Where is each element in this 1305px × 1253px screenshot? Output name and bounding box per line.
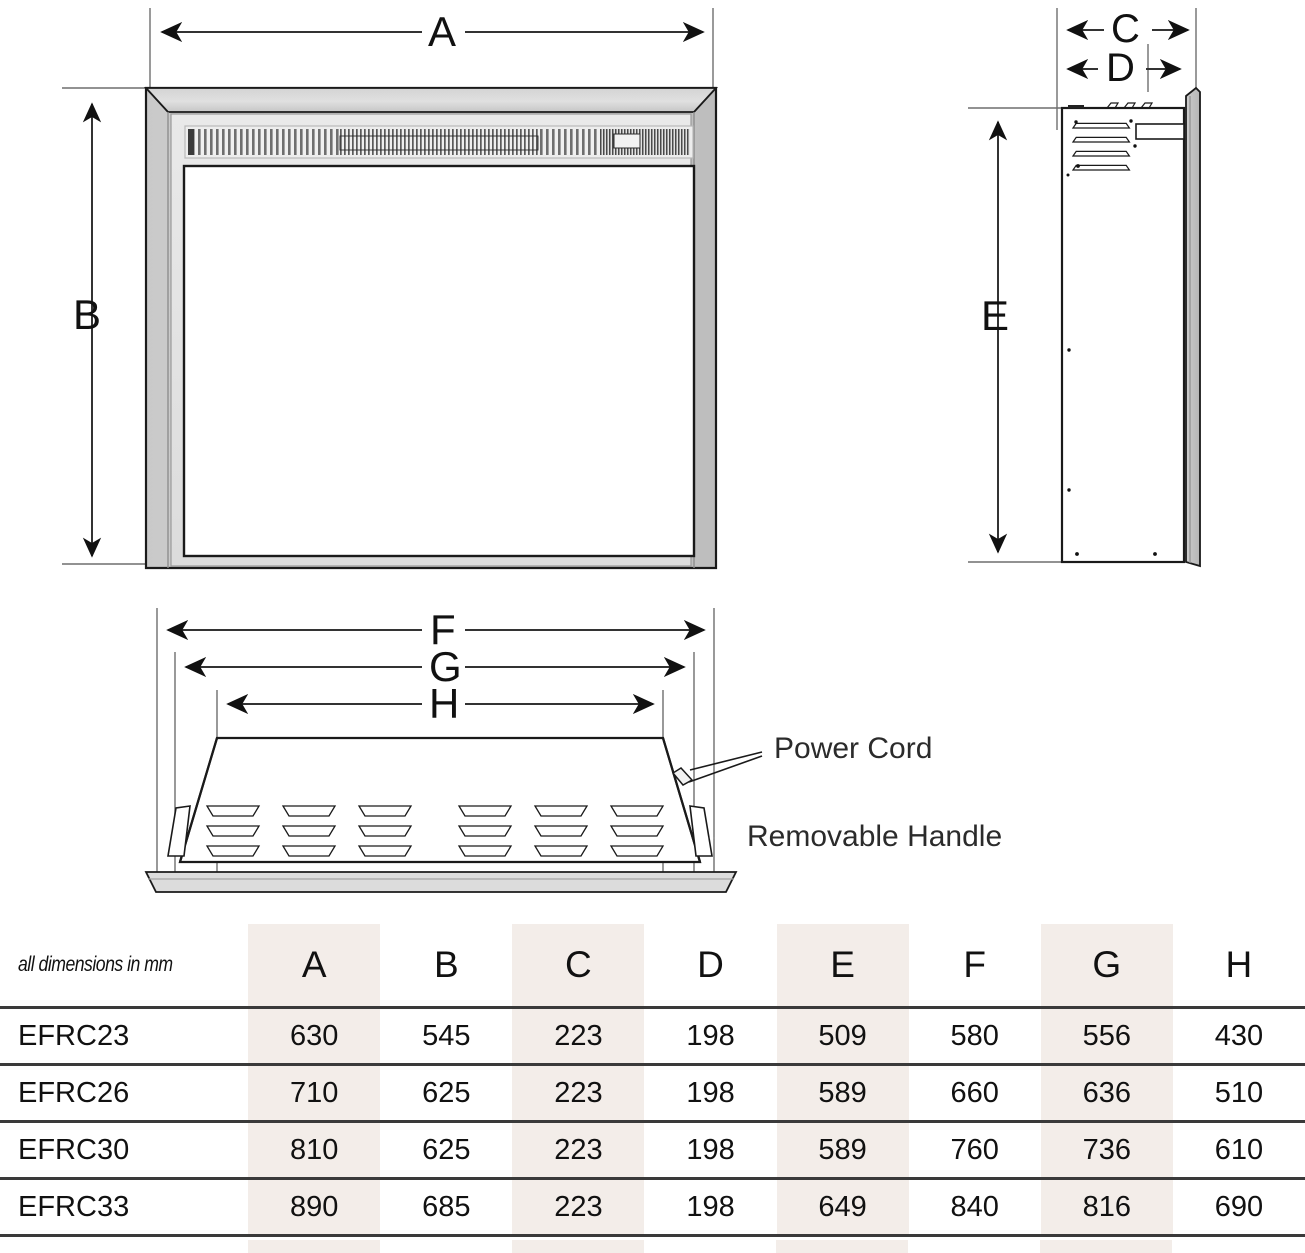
callout-removable-handle: Removable Handle <box>747 820 1003 853</box>
plan-view <box>144 608 763 893</box>
side-front-plate <box>1185 86 1201 568</box>
front-view <box>62 8 719 570</box>
side-top-tabs <box>1068 102 1154 109</box>
table-corner-label: all dimensions in mm <box>18 953 173 976</box>
side-louvers <box>1071 122 1131 171</box>
cell-value: 685 <box>422 1190 471 1223</box>
cell-value: 690 <box>1214 1190 1264 1223</box>
cell-value: 198 <box>686 1133 735 1166</box>
col-header-c: C <box>565 944 592 985</box>
col-header-d: D <box>697 944 724 985</box>
cell-value: 649 <box>818 1190 867 1223</box>
side-body <box>1060 106 1186 564</box>
cell-value: 760 <box>950 1133 999 1166</box>
cell-value: 223 <box>554 1076 603 1109</box>
cell-value: 589 <box>818 1076 867 1109</box>
model-name: EFRC26 <box>18 1076 130 1109</box>
side-fasteners <box>1066 119 1157 556</box>
col-header-f: F <box>963 944 986 985</box>
table-shade-continuation <box>0 1240 1305 1253</box>
cell-value: 890 <box>290 1190 339 1223</box>
cell-value: 660 <box>950 1076 999 1109</box>
cell-value: 223 <box>554 1019 603 1052</box>
cell-value: 580 <box>950 1019 999 1052</box>
model-name: EFRC33 <box>18 1190 130 1223</box>
cell-value: 636 <box>1082 1076 1131 1109</box>
front-top-bevel <box>143 87 719 113</box>
cell-value: 840 <box>950 1190 999 1223</box>
cell-value: 625 <box>422 1133 471 1166</box>
dimension-label-G: G <box>429 643 462 690</box>
table-row: EFRC33 890 685 223 198 649 840 816 690 <box>0 1177 1305 1237</box>
dimension-label-C: C <box>1111 7 1140 51</box>
cell-value: 198 <box>686 1019 735 1052</box>
dimension-label-H: H <box>429 680 460 727</box>
plan-body <box>178 736 702 864</box>
cell-value: 816 <box>1082 1190 1131 1223</box>
side-control-plate <box>1135 123 1185 140</box>
table-row: EFRC30 810 625 223 198 589 760 736 610 <box>0 1120 1305 1179</box>
cell-value: 223 <box>554 1133 603 1166</box>
dimension-label-D: D <box>1106 46 1135 90</box>
cell-value: 625 <box>422 1076 471 1109</box>
callout-power-cord: Power Cord <box>774 732 933 765</box>
cell-value: 545 <box>422 1019 471 1052</box>
cell-value: 430 <box>1214 1019 1264 1052</box>
dimension-label-F: F <box>430 606 456 653</box>
dimension-label-A: A <box>428 8 457 55</box>
table-row: EFRC26 710 625 223 198 589 660 636 510 <box>0 1063 1305 1122</box>
cell-value: 556 <box>1082 1019 1131 1052</box>
table-row: EFRC23 630 545 223 198 509 580 556 430 <box>0 1006 1305 1065</box>
cell-value: 630 <box>290 1019 339 1052</box>
cell-value: 509 <box>818 1019 867 1052</box>
col-header-e: E <box>830 944 855 985</box>
dimensions-table: all dimensions in mm A B C D E F G H EFR… <box>0 924 1305 1237</box>
front-extension-lines <box>62 8 714 565</box>
model-name: EFRC23 <box>18 1019 130 1052</box>
plan-louver-grid <box>205 805 665 857</box>
col-header-b: B <box>433 944 459 985</box>
dimension-label-E: E <box>981 292 1010 339</box>
cell-value: 198 <box>686 1076 735 1109</box>
technical-drawing-svg <box>62 8 1201 893</box>
dimension-label-B: B <box>73 291 102 338</box>
model-name: EFRC30 <box>18 1133 130 1166</box>
cell-value: 223 <box>554 1190 603 1223</box>
cell-value: 610 <box>1214 1133 1264 1166</box>
table-header-row: all dimensions in mm A B C D E F G H <box>0 924 1305 1008</box>
col-header-a: A <box>301 944 327 985</box>
cell-value: 736 <box>1082 1133 1131 1166</box>
cell-value: 710 <box>290 1076 339 1109</box>
plan-base-flange <box>144 871 738 893</box>
col-header-h: H <box>1225 944 1253 985</box>
cell-value: 510 <box>1214 1076 1264 1109</box>
power-cord-icon <box>671 751 763 786</box>
cell-value: 589 <box>818 1133 867 1166</box>
front-glass-opening <box>182 164 696 558</box>
plan-removable-handles <box>167 805 713 857</box>
side-view <box>968 8 1201 568</box>
front-vent-grille <box>184 125 694 159</box>
cell-value: 810 <box>290 1133 339 1166</box>
col-header-g: G <box>1092 944 1122 985</box>
cell-value: 198 <box>686 1190 735 1223</box>
